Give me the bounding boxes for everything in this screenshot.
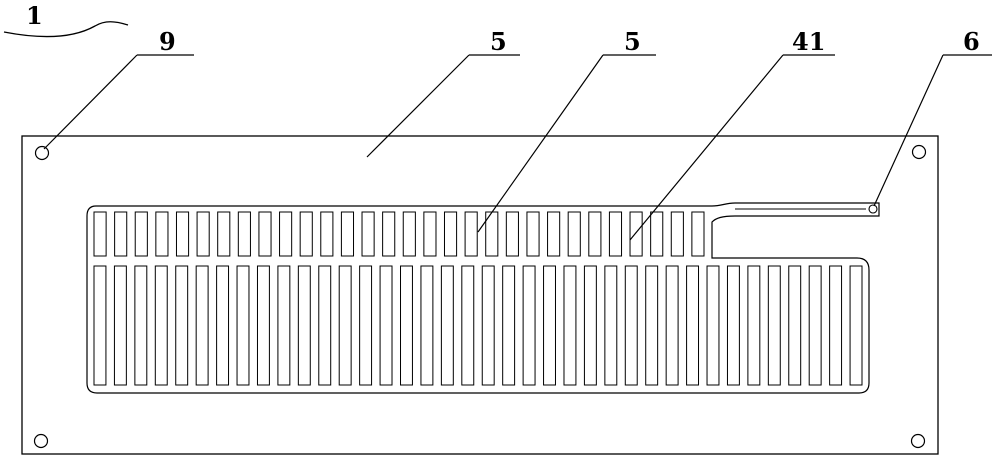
- slot: [706, 265, 720, 386]
- slot: [154, 265, 168, 386]
- label-port: 6: [963, 27, 980, 56]
- mounting-hole-top-right: [911, 144, 927, 160]
- slot: [236, 265, 250, 386]
- slot: [608, 211, 623, 257]
- slot: [175, 265, 189, 386]
- slot: [420, 265, 434, 386]
- slot: [196, 211, 210, 257]
- slot: [604, 265, 618, 386]
- slot: [543, 265, 556, 386]
- mounting-hole-top-left: [34, 145, 50, 161]
- slot: [195, 265, 209, 386]
- slot: [134, 265, 148, 386]
- slot: [629, 211, 643, 257]
- slot: [670, 211, 684, 257]
- slot: [175, 211, 190, 257]
- slot: [400, 265, 413, 386]
- slot: [361, 211, 375, 257]
- slot: [279, 211, 293, 257]
- slot: [624, 265, 638, 386]
- slot: [258, 211, 272, 257]
- slot: [320, 211, 334, 257]
- label-mounting-hole: 9: [159, 27, 176, 56]
- slot: [340, 211, 355, 257]
- slot: [726, 265, 740, 386]
- slot: [502, 265, 516, 386]
- slot: [379, 265, 393, 386]
- slot: [155, 211, 169, 257]
- leader-line-9-diagonal: [43, 54, 138, 150]
- leader-line-41-diagonal: [629, 54, 784, 241]
- label-channel: 41: [792, 27, 825, 56]
- assembly-wavy-leader: [3, 21, 129, 38]
- slot: [788, 265, 802, 386]
- slot: [297, 265, 311, 386]
- slot: [93, 211, 107, 257]
- channel-region-outline: [86, 202, 880, 394]
- slot: [481, 265, 495, 386]
- label-fin-region: 5: [624, 27, 641, 56]
- leader-line-6-diagonal: [873, 54, 944, 207]
- slot: [277, 265, 291, 386]
- lower-slot-row: [93, 265, 863, 386]
- slot: [645, 265, 659, 386]
- slot: [464, 211, 478, 257]
- upper-slot-row: [93, 211, 705, 257]
- leader-line-5b-diagonal: [477, 54, 604, 233]
- slot: [113, 265, 127, 386]
- label-assembly: 1: [26, 1, 43, 30]
- slot: [686, 265, 700, 386]
- slot: [665, 265, 679, 386]
- slot: [237, 211, 251, 257]
- slot: [114, 211, 128, 257]
- slot: [217, 211, 231, 257]
- slot: [318, 265, 332, 386]
- slot: [359, 265, 373, 386]
- slot: [93, 265, 107, 386]
- slot: [829, 265, 843, 386]
- slot: [526, 211, 540, 257]
- slot: [691, 211, 705, 257]
- slot: [443, 211, 458, 257]
- mounting-hole-bottom-left: [33, 433, 49, 449]
- slot: [461, 265, 475, 386]
- label-plate-region: 5: [490, 27, 507, 56]
- slot: [767, 265, 781, 386]
- slot: [808, 265, 822, 386]
- slot: [547, 211, 561, 257]
- slot: [216, 265, 230, 386]
- plate-outline: [21, 135, 939, 455]
- slot: [583, 265, 597, 386]
- slot: [505, 211, 519, 257]
- slot: [522, 265, 536, 386]
- leader-line-5a-diagonal: [366, 54, 470, 158]
- slot: [382, 211, 396, 257]
- slot: [440, 265, 454, 386]
- slot: [402, 211, 416, 257]
- slot: [747, 265, 761, 386]
- slot: [423, 211, 437, 257]
- slot: [338, 265, 352, 386]
- slot: [299, 211, 313, 257]
- port-circle: [868, 204, 878, 214]
- mounting-hole-bottom-right: [910, 433, 926, 449]
- slot: [849, 265, 863, 386]
- slot: [563, 265, 577, 386]
- slot: [567, 211, 581, 257]
- slot: [134, 211, 148, 257]
- slot: [650, 211, 664, 257]
- slot: [588, 211, 602, 257]
- slot: [256, 265, 270, 386]
